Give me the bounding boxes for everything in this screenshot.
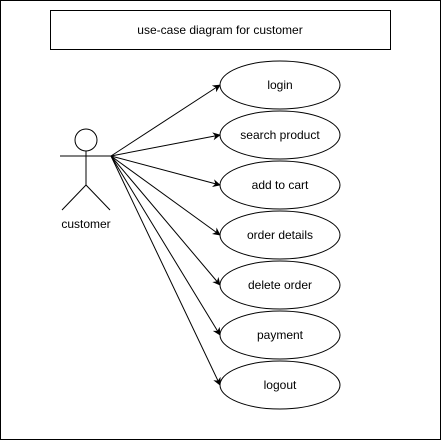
use-cases: login search product add to cart order deta…	[219, 60, 341, 410]
use-case-ellipse	[219, 260, 341, 310]
use-case-label: search product	[240, 128, 320, 142]
association-arrow-payment	[110, 155, 221, 336]
association-arrow-add-to-cart	[110, 155, 221, 188]
use-case-label: add to cart	[252, 178, 309, 192]
actor-label: customer	[61, 217, 110, 231]
actor-customer	[60, 128, 112, 211]
use-case-label: payment	[257, 328, 304, 342]
actor-head	[74, 128, 98, 152]
use-case-delete-order: delete order	[219, 260, 341, 310]
use-case-search-product: search product	[219, 110, 341, 160]
use-case-ellipse	[219, 210, 341, 260]
use-case-login: login	[219, 60, 341, 110]
use-case-ellipse	[219, 110, 341, 160]
use-case-label: login	[267, 78, 292, 92]
use-case-ellipse	[219, 60, 341, 110]
association-arrow-delete-order	[110, 155, 221, 286]
association-arrow-login	[110, 84, 221, 157]
use-case-order-details: order details	[219, 210, 341, 260]
use-case-add-to-cart: add to cart	[219, 160, 341, 210]
association-arrow-search-product	[110, 132, 221, 157]
use-case-ellipse	[219, 310, 341, 360]
use-case-label: order details	[247, 228, 313, 242]
title-box: use-case diagram for customer	[50, 10, 391, 50]
association-arrow-order-details	[110, 155, 221, 236]
use-case-label: logout	[264, 378, 297, 392]
association-arrow-logout	[110, 155, 221, 386]
use-case-label: delete order	[248, 278, 312, 292]
actor-left-leg	[61, 184, 87, 211]
use-case-payment: payment	[219, 310, 341, 360]
associations	[110, 84, 221, 386]
use-case-ellipse	[219, 160, 341, 210]
use-case-ellipse	[219, 360, 341, 410]
use-case-logout: logout	[219, 360, 341, 410]
diagram-title: use-case diagram for customer	[137, 23, 302, 37]
actor-right-leg	[85, 184, 111, 211]
